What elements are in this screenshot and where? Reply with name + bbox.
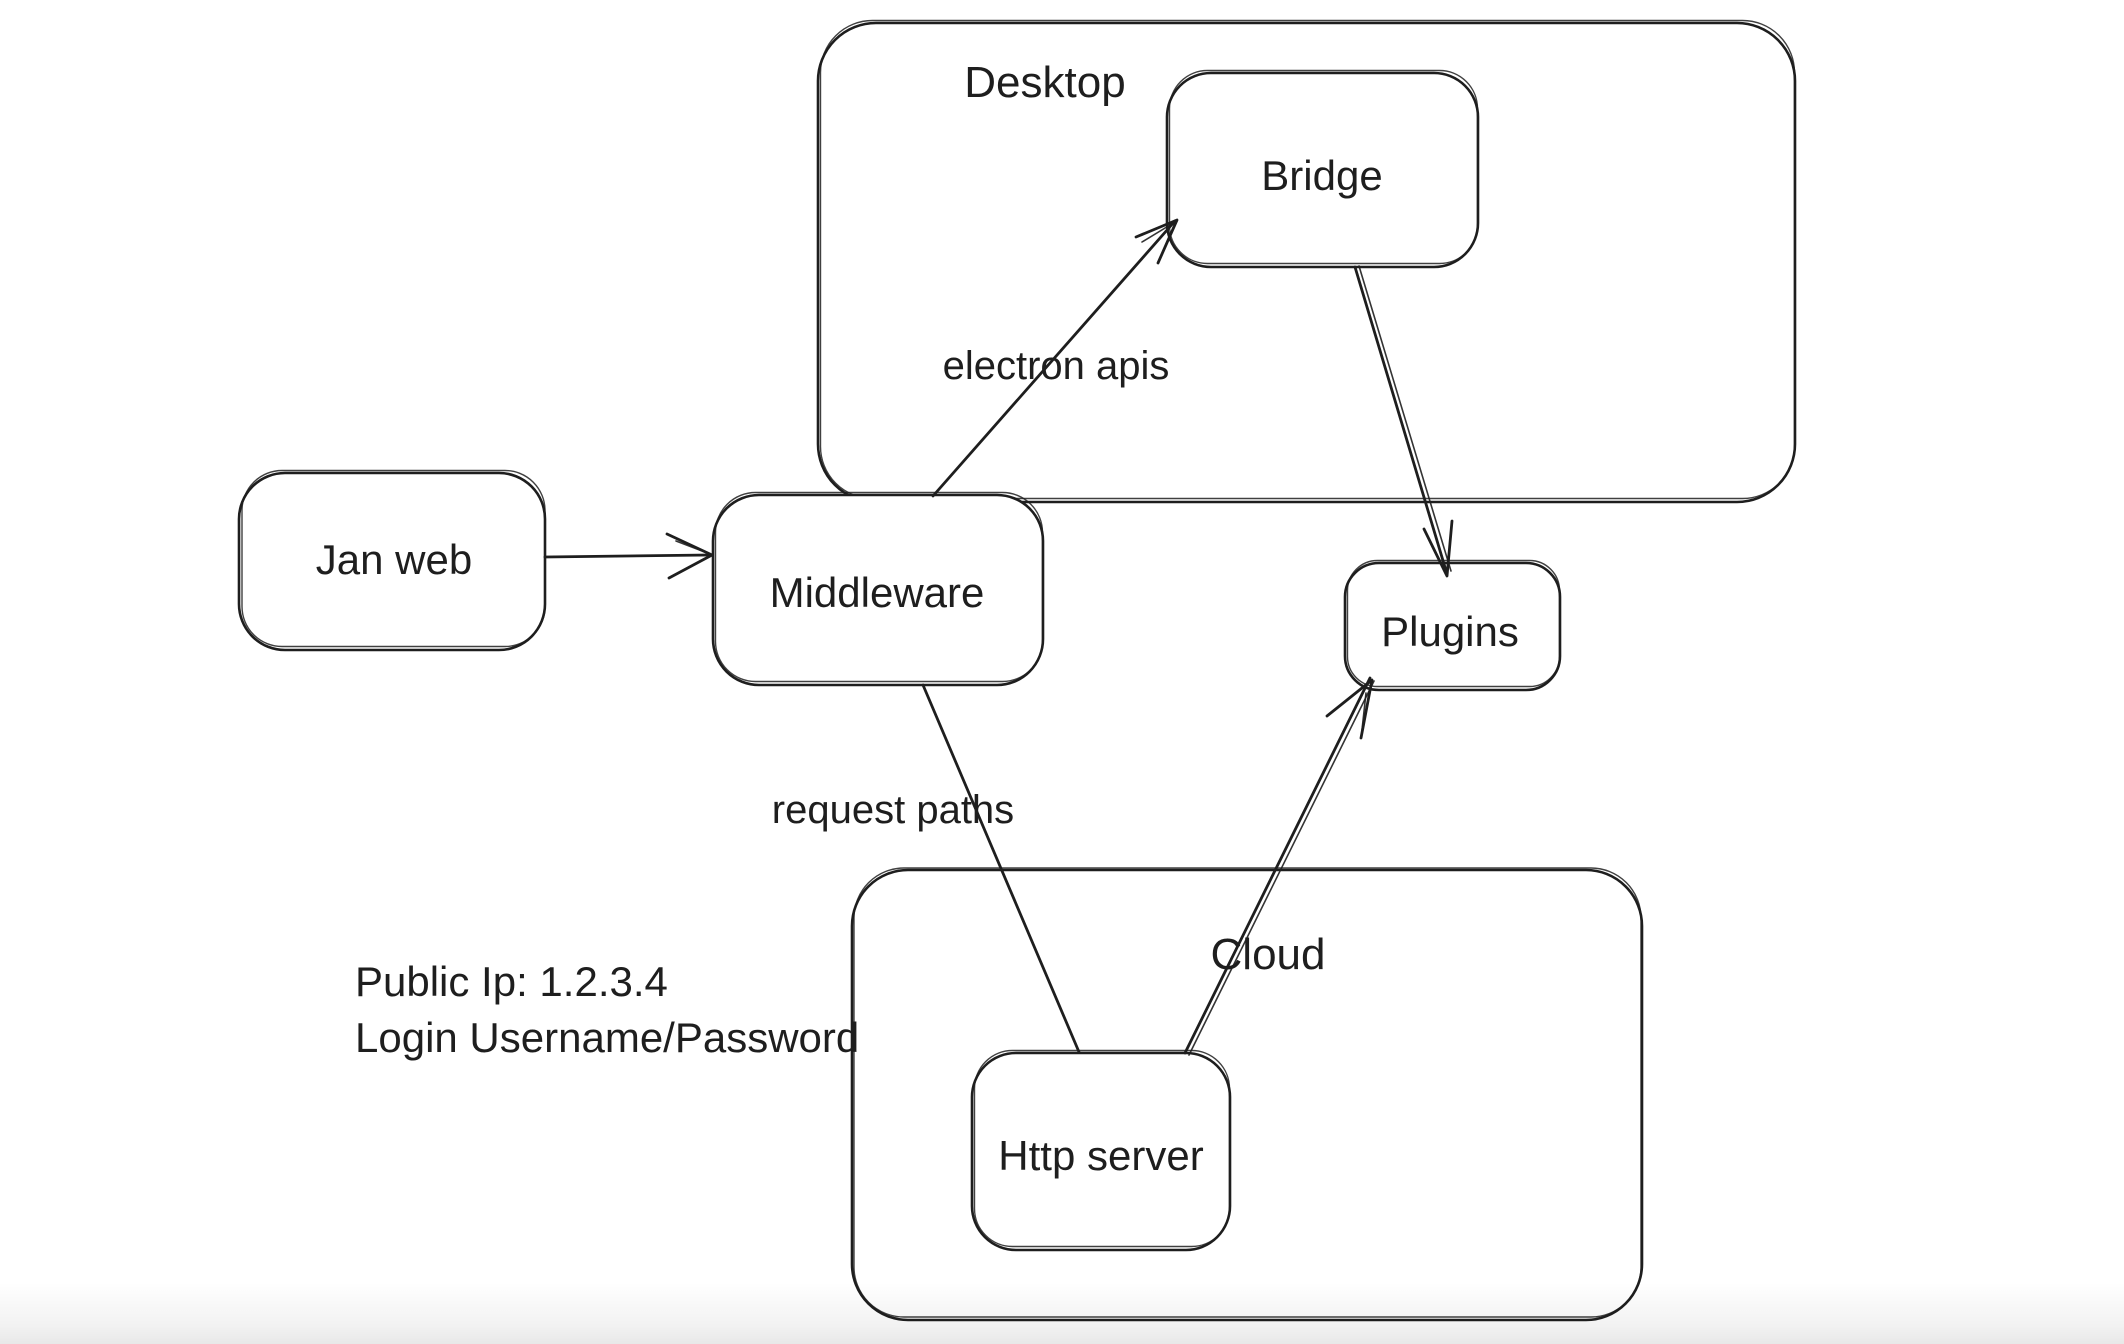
edge-bridge-to-plugins[interactable] <box>1353 265 1454 578</box>
edge-middleware-to-http-server[interactable] <box>921 683 1081 1054</box>
login-annotation[interactable]: Login Username/Password <box>355 1014 859 1061</box>
request-paths-edge-label: request paths <box>772 788 1014 832</box>
cloud-container-label: Cloud <box>1211 930 1326 979</box>
plugins-label: Plugins <box>1381 608 1519 655</box>
desktop-container-label: Desktop <box>964 58 1125 107</box>
node-jan-web[interactable] <box>237 469 547 652</box>
public-ip-annotation[interactable]: Public Ip: 1.2.3.4 <box>355 958 668 1005</box>
node-bridge[interactable] <box>1165 69 1480 269</box>
edge-jan-web-to-middleware[interactable] <box>543 532 714 580</box>
node-plugins[interactable] <box>1343 559 1562 692</box>
edge-middleware-to-bridge[interactable] <box>931 218 1179 498</box>
node-middleware[interactable] <box>711 491 1045 687</box>
node-http-server[interactable] <box>970 1049 1232 1252</box>
cloud-container[interactable] <box>850 867 1644 1322</box>
electron-apis-edge-label: electron apis <box>943 344 1170 388</box>
desktop-container[interactable] <box>816 19 1797 504</box>
jan-web-label: Jan web <box>316 536 472 583</box>
http-server-label: Http server <box>998 1132 1203 1179</box>
middleware-label: Middleware <box>770 569 985 616</box>
edge-http-server-to-plugins[interactable] <box>1183 676 1375 1056</box>
bridge-label: Bridge <box>1261 152 1382 199</box>
